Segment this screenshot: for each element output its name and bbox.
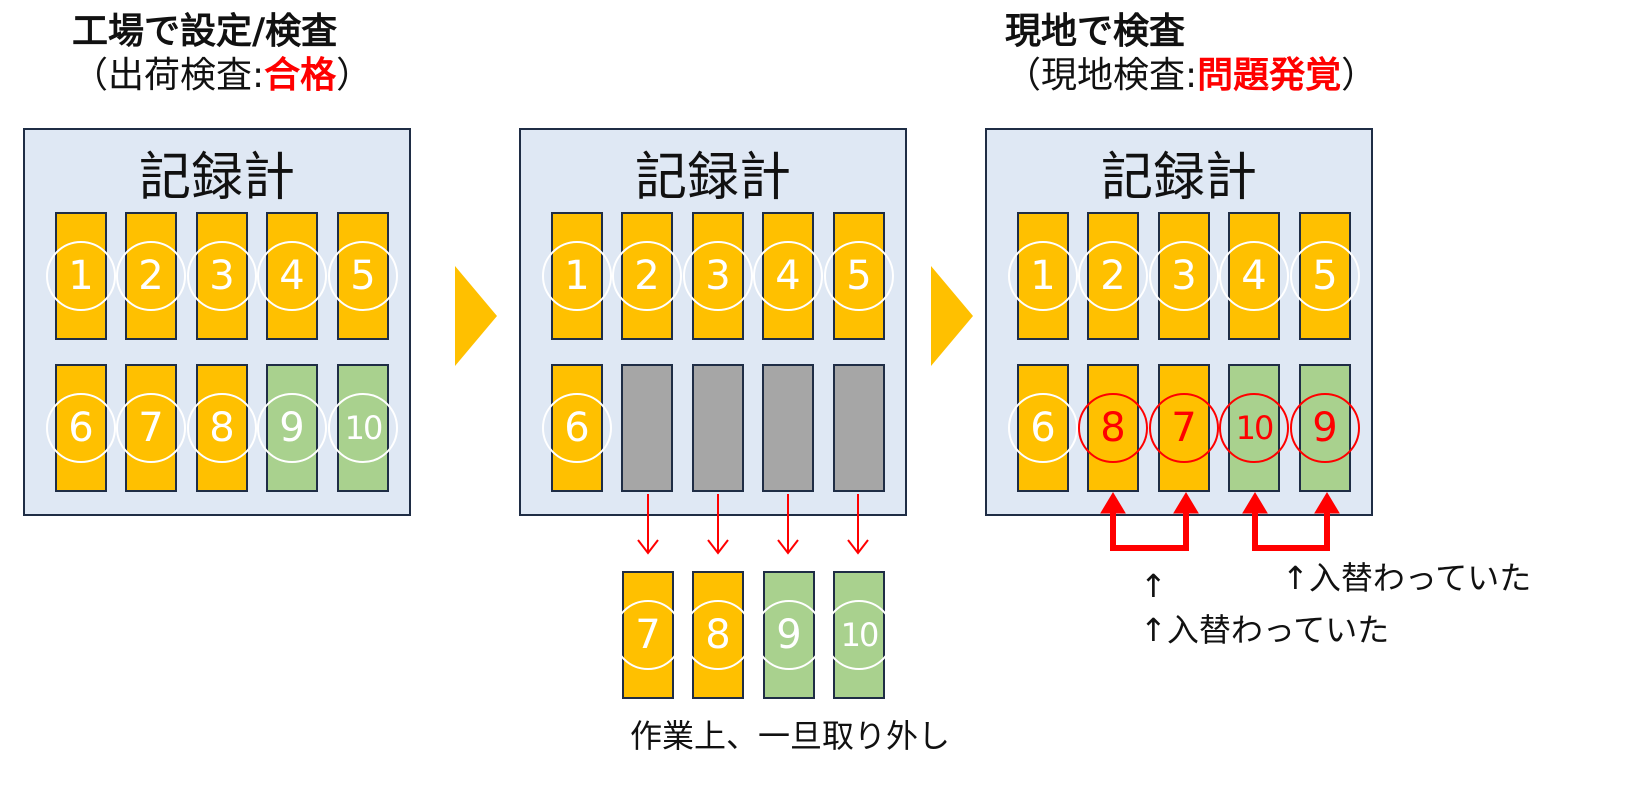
stage3-heading: 現地で検査 （現地検査:問題発覚）	[1005, 10, 1377, 98]
stage2-top-slot-number: 5	[824, 241, 894, 311]
stage1-top-slot-number: 3	[187, 241, 257, 311]
removal-arrow-2-icon	[707, 494, 729, 555]
stage1-heading-paren-open: （出荷検査:	[72, 55, 265, 96]
stage2-bottom-slot-number: 6	[542, 393, 612, 463]
stage2-bottom-slot-4	[762, 364, 814, 492]
stage3-heading-paren-open: （現地検査:	[1005, 55, 1198, 96]
stage1-result: 合格	[264, 55, 337, 96]
stage2-top-slot-3: 3	[683, 212, 753, 340]
stage2-bottom-slot-3	[692, 364, 744, 492]
stage2-bottom-slot-1: 6	[542, 364, 612, 492]
stage1-top-slot-3: 3	[187, 212, 257, 340]
stage3-bottom-slot-5: 9	[1290, 364, 1360, 492]
removed-slot-number: 8	[683, 600, 753, 670]
stage3-top-slot-5: 5	[1290, 212, 1360, 340]
swap-connector-10-9-icon	[1242, 492, 1340, 551]
stage3-bottom-slot-number: 8	[1078, 393, 1148, 463]
stage1-top-slot-5: 5	[328, 212, 398, 340]
stage2-top-slot-1: 1	[542, 212, 612, 340]
removed-slot-2: 8	[683, 571, 753, 699]
stage1-bottom-slot-number: 9	[257, 393, 327, 463]
stage1-top-slot-2: 2	[116, 212, 186, 340]
stage2-top-slot-4: 4	[753, 212, 823, 340]
stage1-top-slot-number: 2	[116, 241, 186, 311]
stage3-top-slot-number: 4	[1219, 241, 1289, 311]
stage1-heading-line2: （出荷検査:合格）	[72, 54, 372, 98]
stage3-bottom-slot-number: 10	[1219, 393, 1289, 463]
stage1-bottom-slot-2: 7	[116, 364, 186, 492]
swap-connector-8-7-icon	[1100, 492, 1199, 551]
removed-slot-1: 7	[613, 571, 683, 699]
stage3-bottom-slot-1: 6	[1008, 364, 1078, 492]
stage1-heading-paren-close: ）	[336, 55, 373, 96]
step-arrow-1-icon	[455, 266, 497, 366]
stage1-bottom-slot-4: 9	[257, 364, 327, 492]
stage1-bottom-slot-number: 8	[187, 393, 257, 463]
stage1-panel-title: 記録計	[138, 148, 295, 208]
stage1-bottom-slot-number: 6	[46, 393, 116, 463]
stage3-bottom-slot-number: 6	[1008, 393, 1078, 463]
stage3-panel-title: 記録計	[1100, 148, 1257, 208]
stage1-bottom-slot-5: 10	[328, 364, 398, 492]
stage1-top-slot-number: 1	[46, 241, 116, 311]
stage3-top-slot-1: 1	[1008, 212, 1078, 340]
stage3-bottom-slot-number: 7	[1149, 393, 1219, 463]
removal-arrows	[637, 494, 869, 555]
stage1-top-slot-number: 4	[257, 241, 327, 311]
stage2-top-slot-number: 4	[753, 241, 823, 311]
removed-slot-number: 7	[613, 600, 683, 670]
stage1-heading-line1: 工場で設定/検査	[72, 11, 338, 52]
removed-slot-4: 10	[824, 571, 894, 699]
stage2-top-slot-number: 2	[612, 241, 682, 311]
stage3-heading-line2: （現地検査:問題発覚）	[1005, 54, 1377, 98]
stage1-bottom-slot-1: 6	[46, 364, 116, 492]
stage2-bottom-slot-5	[833, 364, 885, 492]
stage3-top-slot-number: 1	[1008, 241, 1078, 311]
stage3-heading-paren-close: ）	[1341, 55, 1378, 96]
stage3-top-slot-number: 5	[1290, 241, 1360, 311]
stage2-bottom-slot-2	[621, 364, 673, 492]
stage2-top-slot-number: 3	[683, 241, 753, 311]
stage3-top-slot-2: 2	[1078, 212, 1148, 340]
stage3-bottom-slot-2: 8	[1078, 364, 1148, 492]
stage2-top-slot-5: 5	[824, 212, 894, 340]
swap-note-2: ↑入替わっていた	[1140, 611, 1390, 649]
stage1-bottom-slot-number: 7	[116, 393, 186, 463]
swap-note-arrow: ↑	[1140, 567, 1167, 605]
stage3-bottom-slot-number: 9	[1290, 393, 1360, 463]
removal-arrow-4-icon	[847, 494, 869, 555]
removed-slot-number: 9	[754, 600, 824, 670]
stage3-bottom-slot-4: 10	[1219, 364, 1289, 492]
stage1-bottom-slot-number: 10	[328, 393, 398, 463]
stage2-panel-title: 記録計	[634, 148, 791, 208]
removed-caption: 作業上、一旦取り外し	[630, 717, 951, 755]
stage3-top-slot-3: 3	[1149, 212, 1219, 340]
removal-arrow-1-icon	[637, 494, 659, 555]
stage2-top-slot-2: 2	[612, 212, 682, 340]
stage3-top-slot-number: 3	[1149, 241, 1219, 311]
stage1-heading: 工場で設定/検査 （出荷検査:合格）	[72, 10, 372, 98]
removed-slot-3: 9	[754, 571, 824, 699]
stage1-bottom-slot-3: 8	[187, 364, 257, 492]
stage3-top-slot-number: 2	[1078, 241, 1148, 311]
removal-arrow-3-icon	[777, 494, 799, 555]
stage1-top-slot-1: 1	[46, 212, 116, 340]
stage3-result: 問題発覚	[1197, 55, 1342, 96]
stage2-top-slot-number: 1	[542, 241, 612, 311]
stage3-bottom-slot-3: 7	[1149, 364, 1219, 492]
stage3-top-slot-4: 4	[1219, 212, 1289, 340]
step-arrow-2-icon	[931, 266, 973, 366]
removed-slot-number: 10	[824, 600, 894, 670]
stage1-top-slot-4: 4	[257, 212, 327, 340]
swap-note-1: ↑入替わっていた	[1282, 559, 1532, 597]
stage1-top-slot-number: 5	[328, 241, 398, 311]
stage3-heading-line1: 現地で検査	[1005, 11, 1186, 52]
swap-connectors	[1100, 492, 1340, 551]
